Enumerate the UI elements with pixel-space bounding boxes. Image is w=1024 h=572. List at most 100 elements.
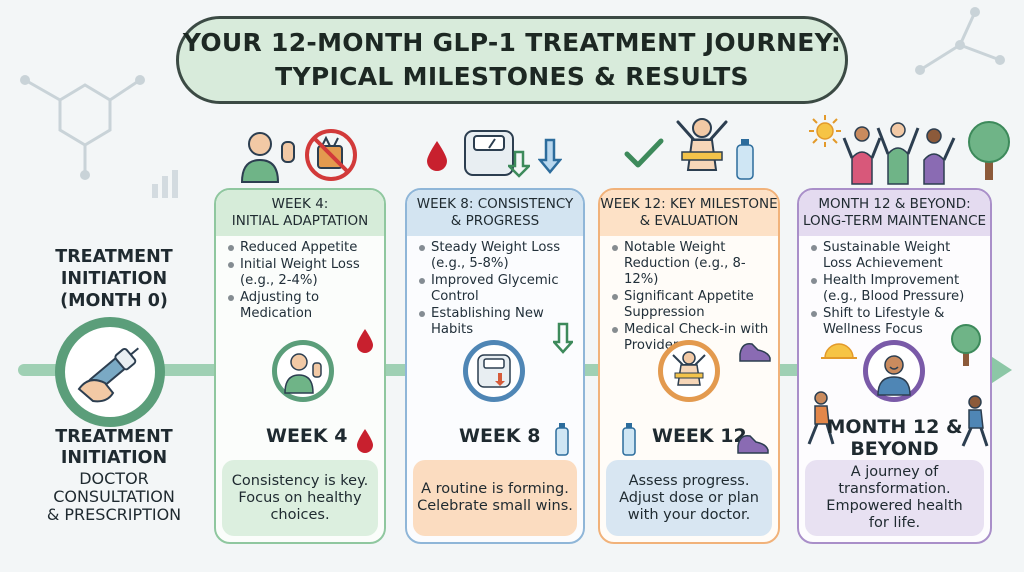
heading-line: TREATMENT — [55, 247, 173, 267]
milestone-list: Sustainable Weight Loss Achievement Heal… — [809, 240, 982, 339]
person-stop-icon — [284, 353, 322, 394]
milestone-list: Notable Weight Reduction (e.g., 8-12%) S… — [610, 240, 770, 355]
runner-icon — [807, 391, 835, 445]
week-label-line: BEYOND — [850, 438, 939, 460]
header-line: WEEK 4: — [271, 196, 329, 212]
water-bottle-icon — [555, 423, 569, 456]
milestone-footer: Consistency is key. Focus on healthy cho… — [222, 460, 378, 536]
list-item: Significant Appetite Suppression — [610, 289, 770, 321]
list-item: Improved Glycemic Control — [417, 273, 575, 305]
list-item: Adjusting to Medication — [226, 290, 376, 322]
milestone-header: MONTH 12 & BEYOND: LONG-TERM MAINTENANCE — [799, 190, 990, 236]
list-item: Reduced Appetite — [226, 240, 376, 256]
runner-icon — [961, 395, 989, 447]
footer-line: A journey of — [850, 464, 939, 480]
heading-line: INITIATION — [60, 269, 168, 289]
milestone-list: Reduced Appetite Initial Weight Loss (e.… — [226, 240, 376, 323]
footer-line: Focus on healthy — [238, 489, 362, 506]
week-4-node — [272, 340, 334, 402]
week-12-node — [658, 340, 720, 402]
sunrise-icon — [821, 343, 857, 359]
title-banner: YOUR 12-MONTH GLP-1 TREATMENT JOURNEY: T… — [176, 16, 848, 104]
sun-icon — [809, 115, 841, 147]
header-line: WEEK 12: KEY MILESTONE — [600, 196, 778, 212]
heading-line: (MONTH 0) — [60, 291, 168, 311]
milestone-week-12: WEEK 12: KEY MILESTONE & EVALUATION Nota… — [598, 188, 780, 544]
header-line: & PROGRESS — [450, 213, 540, 229]
list-item: Medical Check-in with Provider — [610, 322, 770, 354]
sneaker-icon — [737, 434, 769, 454]
footer-line: Assess progress. — [628, 472, 750, 489]
footer-line: Adjust dose or plan — [619, 489, 759, 506]
week-label-line: MONTH 12 & — [826, 416, 963, 438]
smiling-person-icon — [877, 355, 911, 396]
list-item: Initial Weight Loss (e.g., 2-4%) — [226, 257, 376, 289]
week-label: MONTH 12 & BEYOND — [799, 416, 990, 460]
header-line: INITIAL ADAPTATION — [231, 213, 369, 229]
week-label: WEEK 8 — [459, 425, 541, 447]
week-label: WEEK 12 — [652, 425, 747, 447]
treatment-initiation-label: TREATMENT INITIATION — [20, 427, 208, 469]
blood-drop-icon — [357, 329, 373, 353]
milestone-footer: A routine is forming. Celebrate small wi… — [413, 460, 577, 536]
header-line: & EVALUATION — [639, 213, 739, 229]
milestone-week-4: WEEK 4: INITIAL ADAPTATION Reduced Appet… — [214, 188, 386, 544]
measuring-tape-person-icon — [672, 351, 706, 386]
milestone-list: Steady Weight Loss (e.g., 5-8%) Improved… — [417, 240, 575, 339]
checkmark-icon — [624, 138, 664, 168]
start-node — [55, 317, 165, 427]
milestone-month-12: MONTH 12 & BEYOND: LONG-TERM MAINTENANCE… — [797, 188, 992, 544]
tree-icon — [968, 121, 1010, 180]
milestone-header: WEEK 8: CONSISTENCY & PROGRESS — [407, 190, 583, 236]
milestone-header: WEEK 4: INITIAL ADAPTATION — [216, 190, 384, 236]
list-item: Notable Weight Reduction (e.g., 8-12%) — [610, 240, 770, 288]
footer-line: Consistency is key. — [231, 472, 369, 489]
scale-icon — [477, 354, 511, 388]
list-item: Shift to Lifestyle & Wellness Focus — [809, 306, 982, 338]
month-12-node — [863, 340, 925, 402]
milestone-week-8: WEEK 8: CONSISTENCY & PROGRESS Steady We… — [405, 188, 585, 544]
subtitle-line: & PRESCRIPTION — [46, 505, 182, 524]
list-item: Sustainable Weight Loss Achievement — [809, 240, 982, 272]
blood-drop-icon — [357, 429, 373, 453]
week-label: WEEK 4 — [266, 425, 348, 447]
treatment-initiation-subtitle: DOCTOR CONSULTATION & PRESCRIPTION — [20, 470, 208, 524]
footer-line: Empowered health — [826, 498, 963, 514]
footer-line: for life. — [868, 515, 921, 531]
down-arrow-icon — [508, 150, 530, 178]
water-bottle-icon — [622, 423, 636, 456]
title-line-2: TYPICAL MILESTONES & RESULTS — [275, 62, 749, 91]
molecule-decoration-right — [915, 7, 1005, 75]
milestone-footer: Assess progress. Adjust dose or plan wit… — [606, 460, 772, 536]
footer-line: with your doctor. — [627, 506, 751, 523]
water-bottle-icon — [736, 139, 754, 180]
milestone-footer: A journey of transformation. Empowered h… — [805, 460, 984, 536]
label-line: INITIATION — [60, 448, 168, 468]
injection-pen-icon — [77, 347, 139, 403]
footer-line: Celebrate small wins. — [417, 498, 573, 514]
subtitle-line: CONSULTATION — [53, 487, 175, 506]
label-line: TREATMENT — [55, 427, 173, 447]
scale-icon — [464, 130, 514, 176]
footer-line: A routine is forming. — [421, 481, 569, 497]
measuring-tape-person-icon — [676, 118, 728, 171]
sneaker-icon — [739, 342, 771, 362]
no-junk-food-icon — [305, 129, 357, 181]
blood-drop-icon — [427, 141, 447, 171]
title-line-1: YOUR 12-MONTH GLP-1 TREATMENT JOURNEY: — [182, 28, 842, 57]
header-line: MONTH 12 & BEYOND: — [818, 196, 971, 212]
footer-line: choices. — [270, 506, 330, 523]
tree-icon — [951, 324, 981, 366]
person-stop-icon — [240, 132, 295, 183]
week-8-node — [463, 340, 525, 402]
people-celebrating-icon — [842, 122, 956, 185]
header-line: WEEK 8: CONSISTENCY — [416, 196, 574, 212]
treatment-initiation-heading: TREATMENT INITIATION (MONTH 0) — [20, 246, 208, 312]
list-item: Health Improvement (e.g., Blood Pressure… — [809, 273, 982, 305]
subtitle-line: DOCTOR — [79, 469, 149, 488]
down-arrow-icon — [538, 138, 562, 174]
footer-line: transformation. — [838, 481, 951, 497]
list-item: Establishing New Habits — [417, 306, 575, 338]
bar-chart-decoration — [152, 170, 178, 198]
list-item: Steady Weight Loss (e.g., 5-8%) — [417, 240, 575, 272]
